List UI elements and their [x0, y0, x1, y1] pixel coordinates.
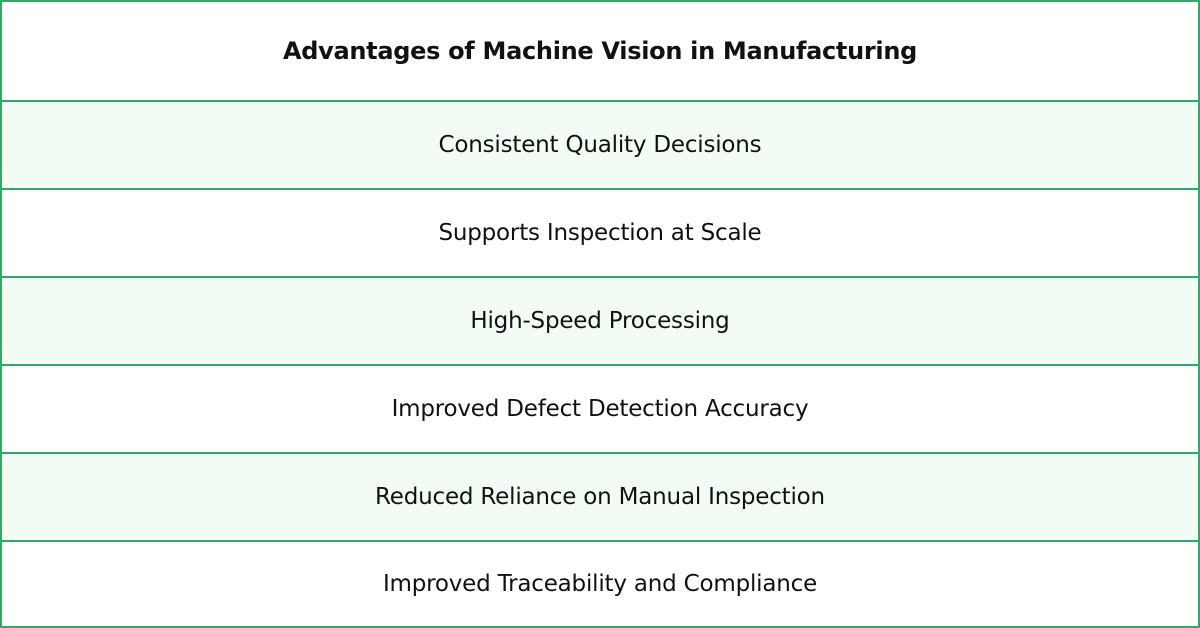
- table-header: Advantages of Machine Vision in Manufact…: [2, 2, 1198, 102]
- table-row: Supports Inspection at Scale: [2, 190, 1198, 278]
- table-row: Reduced Reliance on Manual Inspection: [2, 454, 1198, 542]
- row-label: Reduced Reliance on Manual Inspection: [375, 484, 825, 510]
- table-row: Consistent Quality Decisions: [2, 102, 1198, 190]
- row-label: High-Speed Processing: [470, 308, 730, 334]
- table-row: Improved Traceability and Compliance: [2, 542, 1198, 626]
- row-label: Improved Defect Detection Accuracy: [391, 396, 809, 422]
- row-label: Supports Inspection at Scale: [438, 220, 762, 246]
- table-row: Improved Defect Detection Accuracy: [2, 366, 1198, 454]
- row-label: Improved Traceability and Compliance: [382, 571, 818, 597]
- table-title: Advantages of Machine Vision in Manufact…: [282, 37, 918, 65]
- table-row: High-Speed Processing: [2, 278, 1198, 366]
- row-label: Consistent Quality Decisions: [438, 132, 762, 158]
